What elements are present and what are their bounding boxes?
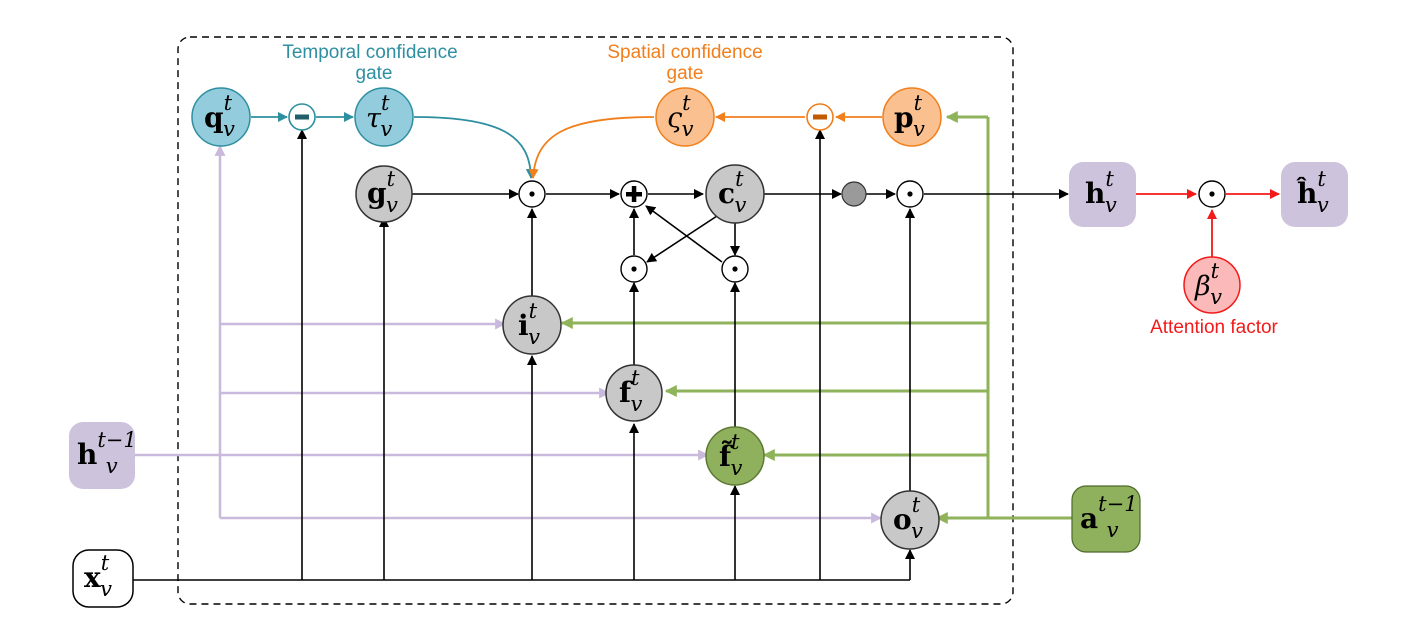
op-plus [620,180,648,208]
svg-text:itv: itv [518,299,540,349]
h-prev-connections [135,144,883,524]
spatial-gate-label-line2: gate [667,63,704,84]
spatial-connections [528,112,882,179]
a-prev-connections [560,111,1072,524]
svg-text:htv: htv [1085,167,1117,217]
svg-text:qtv: qtv [204,91,235,141]
spatial-gate-label: Spatial confidence [607,42,762,63]
svg-text:ςtv: ςtv [667,91,694,141]
svg-text:ht−1v: ht−1v [77,428,137,478]
svg-text:ctv: ctv [718,167,747,217]
x-connections [133,129,915,581]
svg-text:at−1v: at−1v [1080,492,1138,542]
svg-text:ptv: ptv [894,91,925,141]
svg-text:ĥtv: ĥtv [1296,167,1329,217]
svg-text:f̃tv: f̃tv [719,430,743,480]
svg-text:otv: otv [893,493,923,543]
attention-connections [1136,189,1280,258]
op-minus-spatial [806,103,834,131]
temporal-gate-label-line2: gate [356,63,393,84]
op-dot-attention [1198,180,1226,208]
svg-text:βtv: βtv [1194,259,1222,309]
svg-text:ftv: ftv [619,366,643,416]
svg-text:gtv: gtv [367,167,398,217]
temporal-gate-label: Temporal confidence [282,42,457,63]
op-dot-spatial-forget [721,255,749,283]
op-dot-forget [620,255,648,283]
temporal-connections [251,112,536,179]
activation-node [841,181,867,207]
svg-text:xtv: xtv [84,551,112,601]
internal-connections [412,189,1069,491]
op-dot-input [518,180,546,208]
svg-text:τtv: τtv [366,91,392,141]
op-dot-output [896,180,924,208]
op-minus-temporal [288,103,316,131]
attention-factor-label: Attention factor [1150,317,1278,338]
